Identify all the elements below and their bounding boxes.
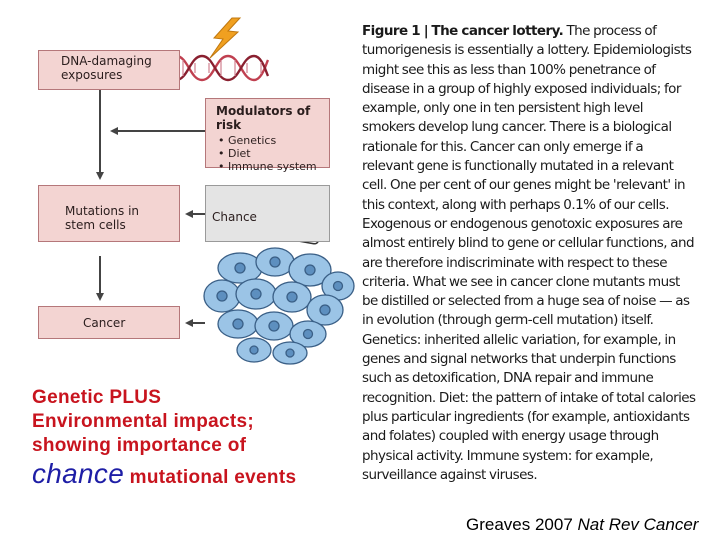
mutations-box-line2: stem cells — [65, 218, 126, 232]
dna-damaging-exposures-box: DNA-damaging exposures — [38, 50, 180, 90]
modulator-bullet: • Genetics — [218, 134, 277, 147]
cancer-box: Cancer — [38, 306, 180, 339]
mutations-in-stem-cells-box: Mutations in stem cells — [38, 185, 180, 242]
cancer-cell-cluster — [203, 247, 355, 365]
modulator-immune-system: Immune system — [228, 160, 317, 173]
modulator-bullet: • Diet — [218, 147, 251, 160]
citation-author-year: Greaves 2007 — [466, 515, 578, 534]
overlay-annotation: Genetic PLUS Environmental impacts; show… — [32, 386, 362, 490]
overlay-line4-rest: mutational events — [124, 467, 297, 488]
figure-title: The cancer lottery. — [431, 23, 564, 39]
mutations-box-line1: Mutations in — [65, 204, 140, 218]
overlay-line2: Environmental impacts; — [32, 411, 254, 432]
chance-box: Chance — [205, 185, 330, 242]
caption-body: The process of tumorigenesis is essentia… — [362, 23, 696, 483]
chance-label: Chance — [212, 210, 257, 224]
overlay-line1: Genetic PLUS — [32, 387, 162, 408]
citation: Greaves 2007 Nat Rev Cancer — [466, 515, 698, 535]
modulator-bullet: • Immune system — [218, 160, 317, 173]
overlay-chance-word: chance — [32, 458, 125, 489]
lightning-bolt-icon — [209, 17, 242, 59]
figure-label: Figure 1 | — [362, 23, 429, 39]
dna-box-line2: exposures — [61, 68, 123, 82]
figure-caption: Figure 1 | The cancer lottery. The proce… — [362, 22, 696, 485]
overlay-line4: chance mutational events — [32, 460, 362, 490]
dna-box-line1: DNA-damaging — [61, 54, 152, 68]
modulators-of-risk-box: Modulators of risk • Genetics • Diet • I… — [205, 98, 330, 173]
dna-helix-icon — [175, 54, 270, 82]
cancer-label: Cancer — [83, 316, 126, 330]
citation-journal: Nat Rev Cancer — [577, 515, 699, 534]
modulator-diet: Diet — [228, 147, 251, 160]
overlay-line3: showing importance of — [32, 435, 247, 456]
modulators-title: Modulators of risk — [216, 104, 311, 132]
modulator-genetics: Genetics — [228, 134, 277, 147]
